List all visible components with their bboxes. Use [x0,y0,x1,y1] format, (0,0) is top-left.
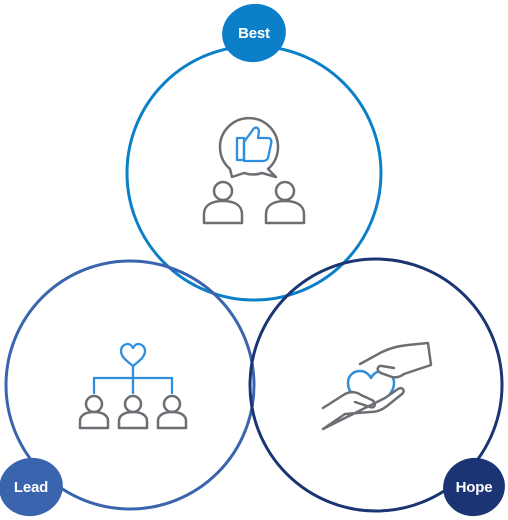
hierarchy-lines [92,364,174,395]
circle-hope [248,257,504,513]
hand-bottom-icon [321,386,405,431]
badge-best: Best [222,3,286,63]
heart-icon [119,342,147,368]
thumbs-up-icon [235,126,273,163]
speech-bubble-icon [218,116,280,179]
person-icon [117,394,149,430]
badge-lead-label: Lead [14,479,48,496]
heart-icon [346,369,396,411]
heart-hierarchy-people-icon [78,342,188,430]
circle-lead [4,259,256,511]
hands-holding-heart-icon [321,341,433,431]
person-left-icon [202,180,244,225]
person-icon [78,394,110,430]
badge-hope-label: Hope [456,479,493,496]
badge-best-label: Best [238,25,270,42]
person-icon [156,394,188,430]
hand-top-icon [358,341,433,379]
thumbs-up-people-icon [202,116,306,225]
person-right-icon [264,180,306,225]
badge-hope: Hope [443,457,505,517]
badge-lead: Lead [0,457,63,517]
